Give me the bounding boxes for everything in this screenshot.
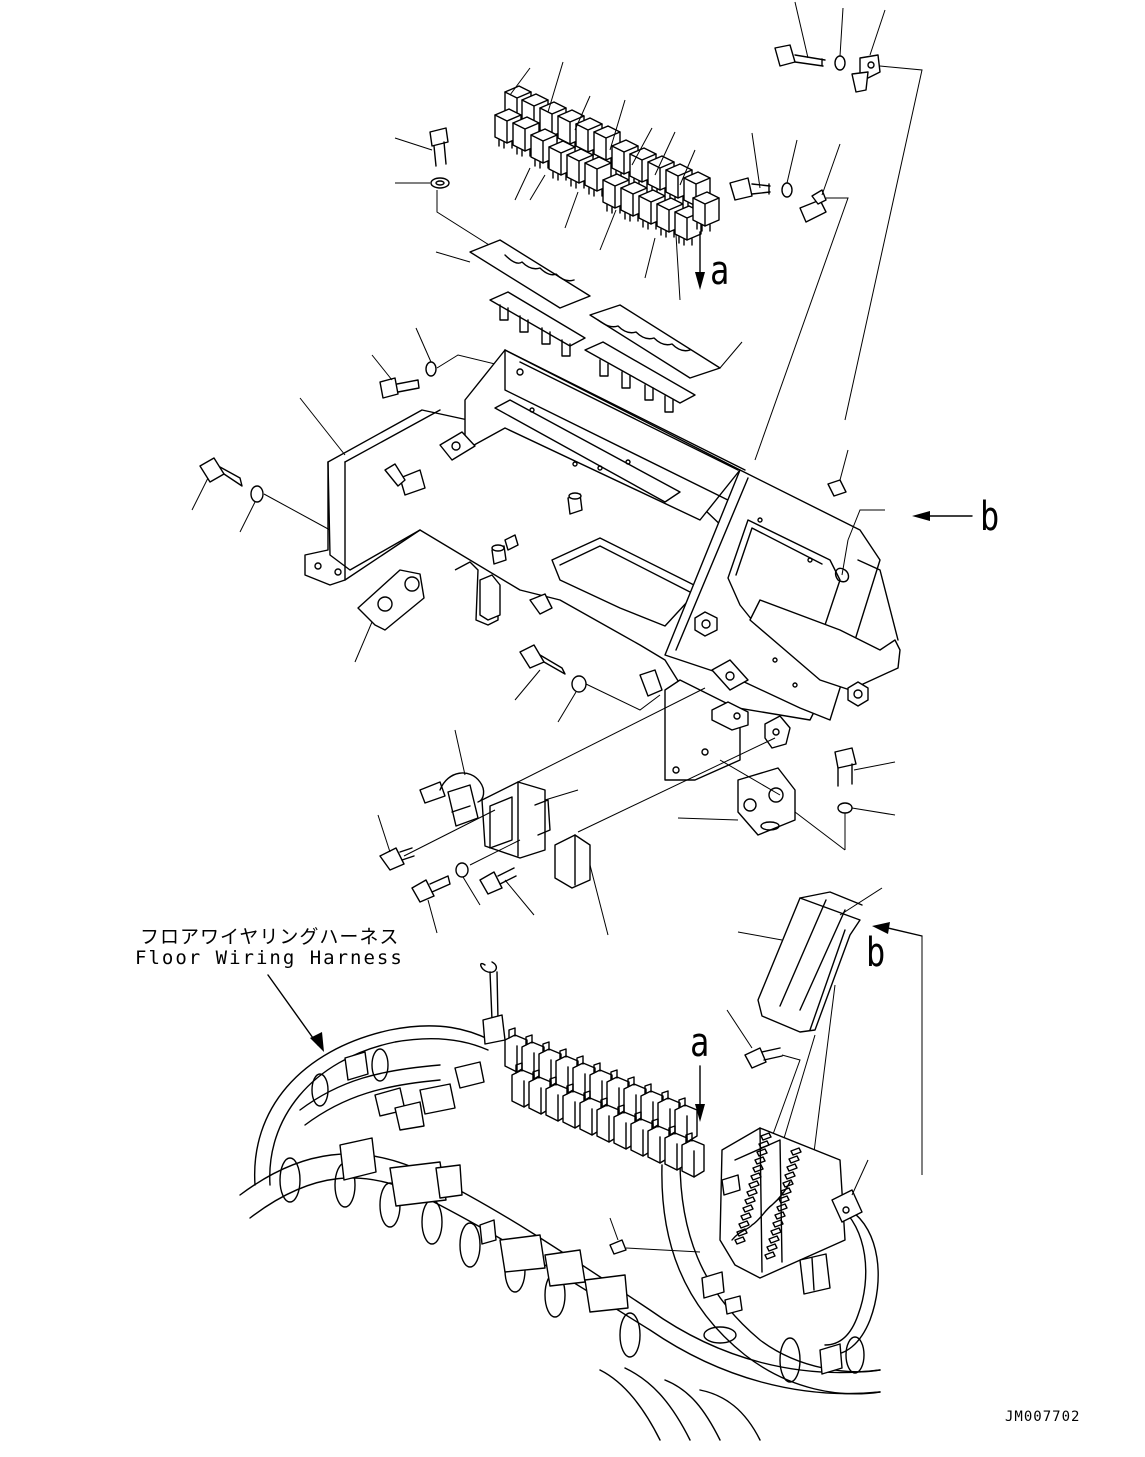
sensor-with-wire	[419, 729, 485, 827]
relay-socket	[681, 1132, 705, 1178]
bolt-upper-left	[394, 127, 449, 167]
relay-unit	[692, 191, 720, 232]
relay-bracket-left	[489, 291, 586, 357]
harness-label-english: Floor Wiring Harness	[135, 947, 404, 969]
relay-leader-lines	[509, 61, 696, 301]
washer-top-right	[834, 7, 846, 71]
bracket-lower-right	[677, 759, 846, 851]
small-bracket-left	[354, 569, 425, 663]
floor-wiring-harness	[239, 961, 881, 1441]
arrow-a-lower	[695, 1065, 705, 1122]
bolt-frame-left	[371, 354, 420, 399]
relay-small-lower	[554, 737, 776, 936]
bolt-mid-right	[729, 132, 771, 201]
bolt-lower-mid	[514, 644, 566, 701]
clip-mid-right	[754, 143, 849, 461]
arrow-b-right	[912, 511, 973, 521]
relay-bank	[494, 85, 720, 246]
arrow-a-top	[695, 231, 705, 290]
washer-lower-mid	[557, 675, 661, 723]
relay-bracket-right	[584, 341, 696, 413]
callout-label-a-top: a	[710, 248, 730, 294]
washer-upper-left	[395, 177, 506, 256]
callout-label-b-lower: b	[866, 930, 886, 976]
relay-socket-row	[504, 1027, 705, 1178]
screws-lower-left	[377, 809, 535, 934]
washer-mid-right	[781, 139, 798, 198]
bolt-far-left	[191, 457, 243, 511]
arrow-b-lower	[872, 922, 923, 1175]
relay-plate-right	[589, 304, 743, 379]
relay-plate-left	[435, 239, 591, 309]
callout-label-b-right: b	[980, 494, 1000, 540]
bolt-lower-right	[834, 747, 896, 850]
washer-far-left	[239, 485, 331, 533]
harness-leader	[267, 974, 324, 1052]
fuse-block-teeth	[734, 1132, 802, 1260]
bolt-top-right	[774, 1, 826, 67]
main-frame	[304, 349, 901, 781]
clip-top-right	[844, 9, 923, 421]
callout-label-a-lower: a	[690, 1020, 710, 1066]
drawing-code: JM007702	[1005, 1409, 1081, 1425]
harness-label-japanese: フロアワイヤリングハーネス	[140, 926, 400, 948]
relay-box-lower	[481, 687, 706, 859]
frame-leader	[299, 397, 346, 456]
cap-screw-right	[827, 449, 885, 583]
